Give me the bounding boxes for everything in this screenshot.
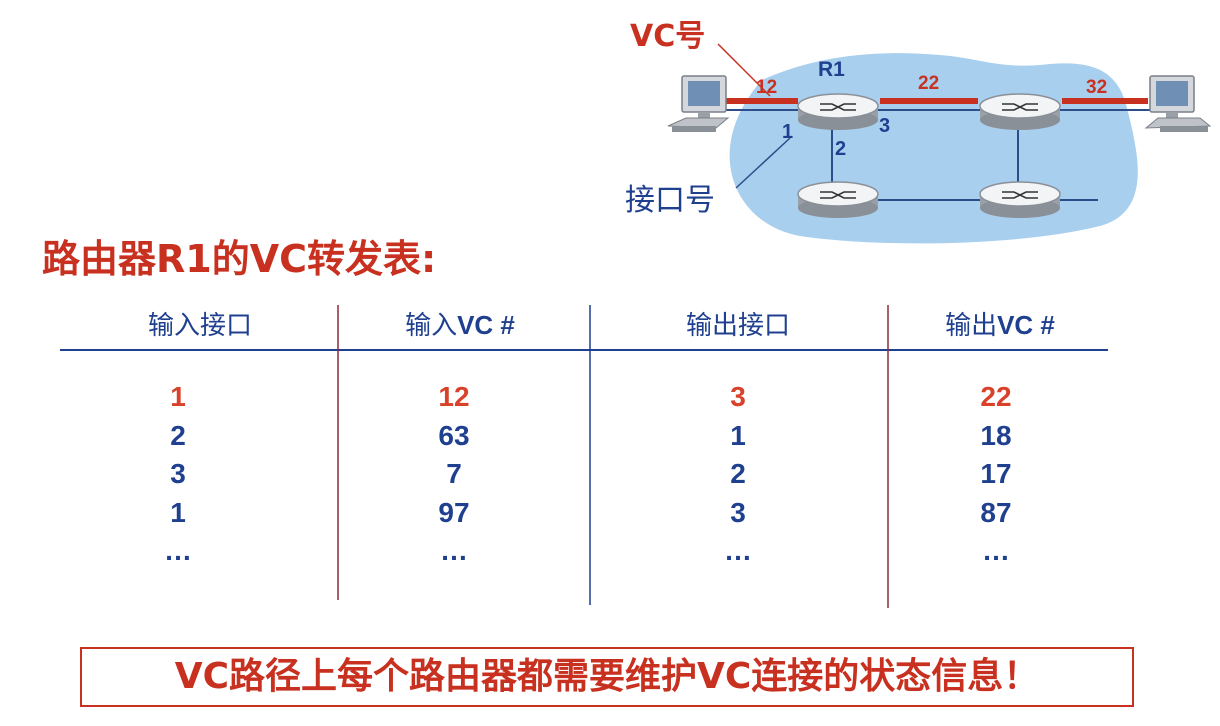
table-cell: 3 — [730, 381, 746, 412]
table-cell: 3 — [170, 458, 186, 489]
table-cell: 1 — [170, 496, 186, 528]
header-out-port: 输出接口 — [685, 311, 790, 341]
vc-mid-number: 22 — [918, 73, 939, 94]
column-in-port: 1 2 3 1 … — [138, 378, 218, 571]
port-3-label: 3 — [879, 115, 890, 137]
table-rules — [60, 305, 1108, 608]
table-cell: 87 — [980, 496, 1012, 528]
table-cell: 1 — [730, 419, 746, 451]
header-out-vc: 输出VC # — [945, 310, 1055, 341]
table-cell: 17 — [980, 458, 1012, 489]
port-1-label: 1 — [782, 121, 793, 143]
router-bottom-left — [797, 181, 879, 218]
table-cell: 63 — [438, 419, 470, 451]
interface-label-leader — [735, 137, 791, 189]
forwarding-table-title: 路由器R1的VC转发表: — [42, 237, 437, 281]
table-cell: 22 — [980, 381, 1012, 412]
vc-state-note: VC路径上每个路由器都需要维护VC连接的状态信息！ — [80, 647, 1134, 707]
port-2-label: 2 — [835, 138, 846, 160]
header-in-port: 输入接口 — [147, 311, 252, 341]
interface-number-label: 接口号 — [625, 183, 715, 218]
router-top-right — [979, 93, 1061, 130]
router-r1-label: R1 — [818, 58, 845, 81]
table-cell: … — [724, 535, 752, 566]
vc-out-number: 32 — [1086, 77, 1107, 98]
host-right — [1144, 75, 1212, 132]
table-cell: … — [982, 535, 1010, 566]
router-r1 — [797, 93, 879, 130]
table-cell: 7 — [446, 458, 462, 489]
table-cell: … — [440, 535, 468, 566]
table-cell: … — [164, 535, 192, 566]
table-cell: 12 — [438, 381, 470, 412]
column-out-vc: 22 18 17 87 … — [956, 378, 1036, 571]
router-bottom-right — [979, 181, 1061, 218]
vc-label-leader — [717, 43, 771, 97]
table-cell: 2 — [730, 458, 746, 489]
table-cell: 1 — [170, 381, 186, 412]
header-in-vc: 输入VC # — [405, 310, 515, 341]
table-cell: 18 — [980, 419, 1012, 451]
host-left — [667, 75, 730, 132]
vc-in-number: 12 — [756, 77, 777, 98]
column-out-port: 3 1 2 3 … — [698, 378, 778, 571]
column-in-vc: 12 63 7 97 … — [414, 378, 494, 571]
table-cell: 2 — [170, 419, 186, 451]
vc-number-label: VC号 — [630, 19, 705, 54]
table-cell: 97 — [438, 496, 470, 528]
network-links — [722, 109, 1150, 201]
table-cell: 3 — [730, 496, 746, 528]
